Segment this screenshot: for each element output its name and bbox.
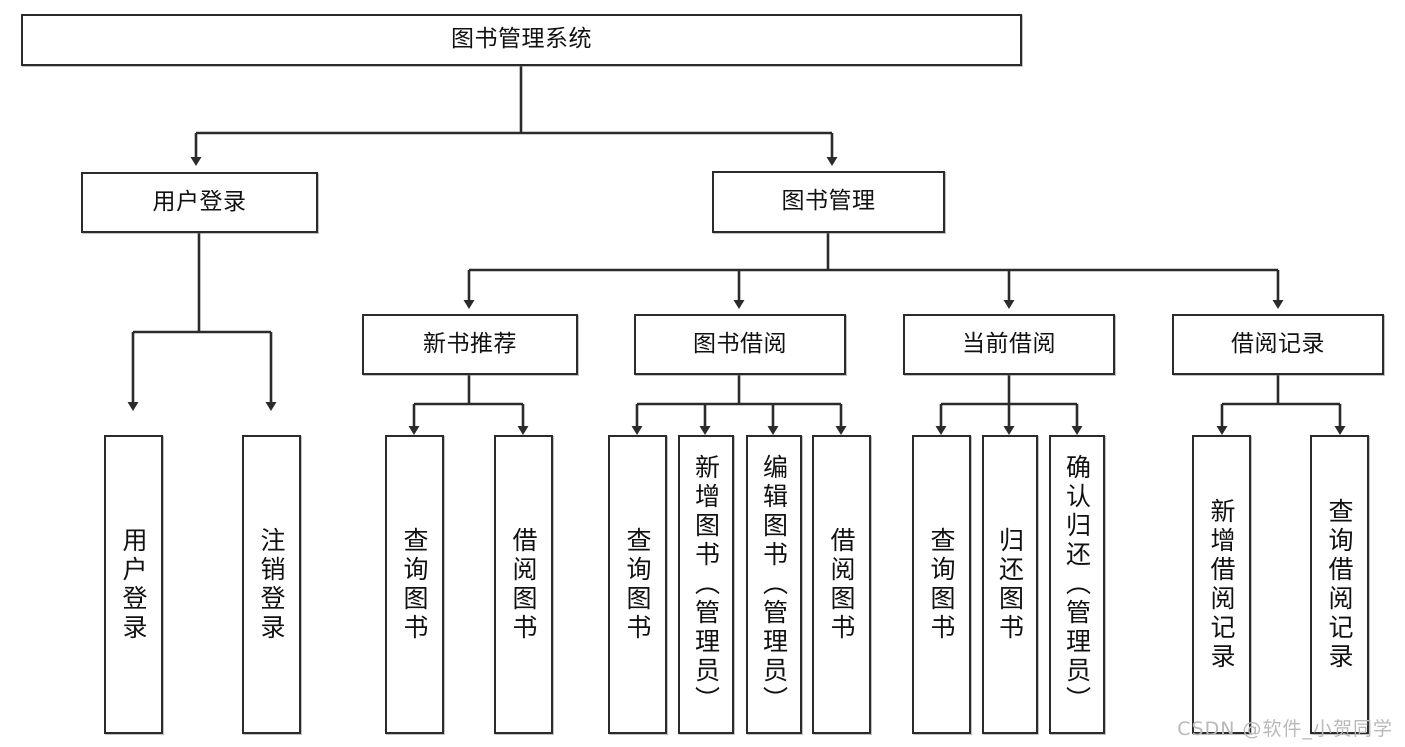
node-book-borrow-label: 图书借阅 <box>693 330 787 357</box>
leaf-label: 借阅图书 <box>827 526 856 643</box>
leaf-label: 归还图书 <box>995 526 1025 643</box>
node-user-login[interactable]: 用户登录 <box>81 172 318 233</box>
leaf-label: 查询图书 <box>623 526 652 643</box>
watermark: CSDN @软件_小贺同学 <box>1177 718 1393 740</box>
leaf-label: 查询图书 <box>400 526 429 643</box>
leaf-label: 确认归还（管理员） <box>1062 454 1092 715</box>
leaf-user-login-signin[interactable]: 用户登录 <box>104 435 163 734</box>
leaf-label: 用户登录 <box>119 526 148 643</box>
leaf-label: 注销登录 <box>257 526 286 643</box>
leaf-book-borrow-add[interactable]: 新增图书（管理员） <box>678 435 734 734</box>
node-current-borrow[interactable]: 当前借阅 <box>903 314 1115 375</box>
node-new-book-recommend[interactable]: 新书推荐 <box>362 314 578 375</box>
leaf-label: 新增借阅记录 <box>1207 497 1236 672</box>
leaf-book-borrow-lend[interactable]: 借阅图书 <box>812 435 871 734</box>
leaf-new-book-query[interactable]: 查询图书 <box>385 435 444 734</box>
leaf-borrow-record-add[interactable]: 新增借阅记录 <box>1192 435 1251 734</box>
node-user-login-label: 用户登录 <box>152 188 247 215</box>
leaf-label: 查询图书 <box>927 526 956 643</box>
node-book-management[interactable]: 图书管理 <box>712 171 945 233</box>
node-current-borrow-label: 当前借阅 <box>962 330 1056 357</box>
leaf-user-login-signout[interactable]: 注销登录 <box>242 435 301 734</box>
leaf-current-borrow-query[interactable]: 查询图书 <box>912 435 971 734</box>
leaf-current-borrow-confirm[interactable]: 确认归还（管理员） <box>1049 435 1105 734</box>
leaf-label: 新增图书（管理员） <box>691 454 721 715</box>
leaf-label: 编辑图书（管理员） <box>759 454 789 715</box>
leaf-new-book-borrow[interactable]: 借阅图书 <box>494 435 553 734</box>
leaf-current-borrow-return[interactable]: 归还图书 <box>982 435 1038 734</box>
node-book-borrow[interactable]: 图书借阅 <box>634 314 846 375</box>
node-borrow-record[interactable]: 借阅记录 <box>1172 314 1384 375</box>
node-new-book-recommend-label: 新书推荐 <box>423 330 517 357</box>
node-book-management-label: 图书管理 <box>781 188 876 215</box>
node-root-label: 图书管理系统 <box>451 26 592 53</box>
leaf-borrow-record-query[interactable]: 查询借阅记录 <box>1310 435 1369 734</box>
leaf-label: 借阅图书 <box>509 526 538 643</box>
leaf-label: 查询借阅记录 <box>1325 497 1354 672</box>
leaf-book-borrow-edit[interactable]: 编辑图书（管理员） <box>746 435 802 734</box>
leaf-book-borrow-query[interactable]: 查询图书 <box>608 435 667 734</box>
node-borrow-record-label: 借阅记录 <box>1231 330 1325 357</box>
node-root[interactable]: 图书管理系统 <box>21 14 1022 66</box>
